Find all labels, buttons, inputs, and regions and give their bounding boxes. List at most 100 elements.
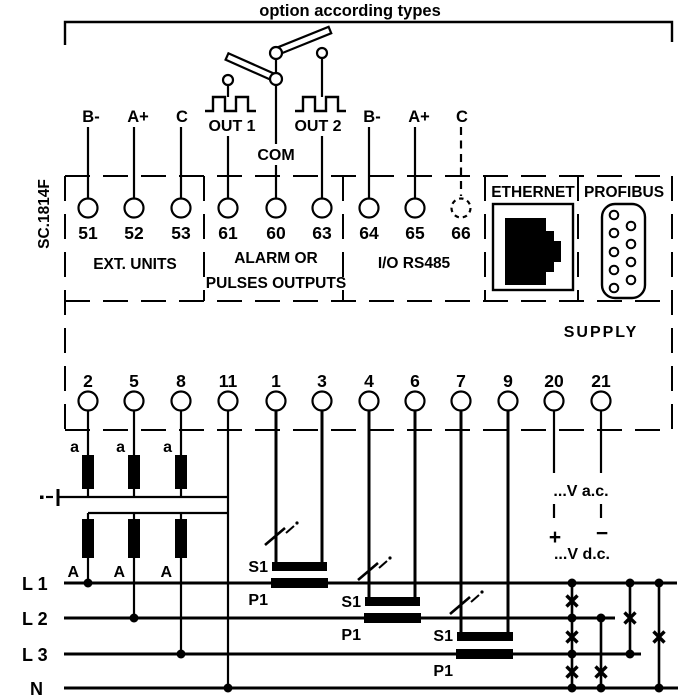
terminal-63-label: 63 <box>312 223 332 243</box>
terminal-65-label: 65 <box>405 223 425 243</box>
rs485-b-label: B- <box>363 108 380 126</box>
bottom-terminal-numbers: 2 5 8 11 1 3 4 6 7 9 20 21 <box>83 371 611 391</box>
top-terminal-wires <box>86 58 463 199</box>
device-code: SC.1814F <box>36 179 53 249</box>
terminal-2-label: 2 <box>83 371 93 391</box>
terminal-60 <box>265 197 287 219</box>
dc-supply-label: ...V d.c. <box>554 546 610 563</box>
terminal-21-label: 21 <box>591 371 611 391</box>
terminal-7-label: 7 <box>456 371 466 391</box>
terminal-52 <box>123 197 145 219</box>
terminal-8-label: 8 <box>176 371 186 391</box>
section-supply: SUPPLY <box>564 324 639 341</box>
ct-earth-link-icons <box>264 521 484 615</box>
section-alarm-1: ALARM OR <box>234 250 318 267</box>
top-terminal-numbers: 51 52 53 61 60 63 64 65 66 <box>78 223 471 243</box>
bottom-terminal-circles <box>77 390 612 412</box>
terminal-61 <box>217 197 239 219</box>
terminal-9-label: 9 <box>503 371 513 391</box>
ct1-earth-link-icon <box>264 521 299 546</box>
terminal-3 <box>311 390 333 412</box>
vt-A-label: A <box>160 564 172 581</box>
terminal-61-label: 61 <box>218 223 238 243</box>
vt-secondary-winding <box>175 455 187 489</box>
ct3-s1-label: S1 <box>433 628 453 645</box>
terminal-4 <box>358 390 380 412</box>
dc-plus-sign: + <box>549 526 561 549</box>
ext-left-b-label: B- <box>82 108 99 126</box>
terminal-5-label: 5 <box>129 371 139 391</box>
ct3-p1-label: P1 <box>433 663 453 680</box>
out1-contact <box>221 73 235 87</box>
ct1-p1-label: P1 <box>248 592 268 609</box>
vt-a-label: a <box>163 439 172 456</box>
com-pivot-upper <box>268 45 284 61</box>
vt-wiring <box>58 410 230 688</box>
voltage-link-wires <box>570 583 661 688</box>
rs485-a-label: A+ <box>408 108 430 126</box>
vt-A-label: A <box>113 564 125 581</box>
ct3-secondary-bar <box>457 632 513 641</box>
phase-l2-label: L 2 <box>22 609 48 629</box>
vt-primary-winding <box>82 519 94 558</box>
ethernet-rj45-icon <box>505 218 561 285</box>
aux-supply-wires <box>552 410 603 518</box>
junction-dots <box>83 578 664 693</box>
ct2-s1-label: S1 <box>341 594 361 611</box>
ext-left-a-label: A+ <box>127 108 149 126</box>
terminal-53 <box>170 197 192 219</box>
terminal-8 <box>170 390 192 412</box>
earth-symbol <box>40 489 60 506</box>
ct-windings <box>271 562 513 659</box>
top-terminal-circles <box>77 197 472 219</box>
terminal-1-label: 1 <box>271 371 281 391</box>
ct2-secondary-bar <box>365 597 420 606</box>
terminal-6 <box>404 390 426 412</box>
rs485-c-label: C <box>456 108 468 126</box>
terminal-63 <box>311 197 333 219</box>
vt-secondary-winding <box>82 455 94 489</box>
device-outline <box>64 175 673 431</box>
fuse-link-icon <box>565 630 579 644</box>
vt-labels: a a a A A A <box>67 439 172 581</box>
ct1-secondary-bar <box>272 562 327 571</box>
pulse-signal-icons <box>205 95 346 113</box>
terminal-11 <box>217 390 239 412</box>
fuse-link-icon <box>623 611 637 625</box>
terminal-21 <box>590 390 612 412</box>
ct3-earth-link-icon <box>449 590 484 615</box>
out2-contact <box>315 46 329 60</box>
terminal-3-label: 3 <box>317 371 327 391</box>
out1-pulse-icon <box>205 95 256 113</box>
terminal-53-label: 53 <box>171 223 191 243</box>
vt-secondary-winding <box>128 455 140 489</box>
section-rs485: I/O RS485 <box>378 255 451 272</box>
fuse-link-icon <box>652 630 666 644</box>
terminal-52-label: 52 <box>124 223 144 243</box>
fuse-link-icon <box>565 594 579 608</box>
fuse-link-icon <box>565 665 579 679</box>
out1-label: OUT 1 <box>208 118 255 135</box>
terminal-20-label: 20 <box>544 371 564 391</box>
terminal-60-label: 60 <box>266 223 286 243</box>
profibus-db9-icon <box>600 202 647 300</box>
ct1-s1-label: S1 <box>248 559 268 576</box>
vt-windings <box>82 455 187 558</box>
terminal-6-label: 6 <box>410 371 420 391</box>
ct2-earth-link-icon <box>357 556 392 581</box>
terminal-65 <box>404 197 426 219</box>
vt-a-label: a <box>70 439 79 456</box>
ct2-p1-label: P1 <box>341 627 361 644</box>
com-pivot-lower <box>268 71 284 87</box>
vt-A-label: A <box>67 564 79 581</box>
terminal-1 <box>265 390 287 412</box>
vt-primary-winding <box>175 519 187 558</box>
out2-pulse-icon <box>295 95 346 113</box>
com-label: COM <box>257 147 294 164</box>
ethernet-port-frame <box>491 202 575 292</box>
phase-l1-label: L 1 <box>22 574 48 594</box>
section-ethernet: ETHERNET <box>491 184 575 201</box>
ct-secondary-wires <box>274 410 510 632</box>
